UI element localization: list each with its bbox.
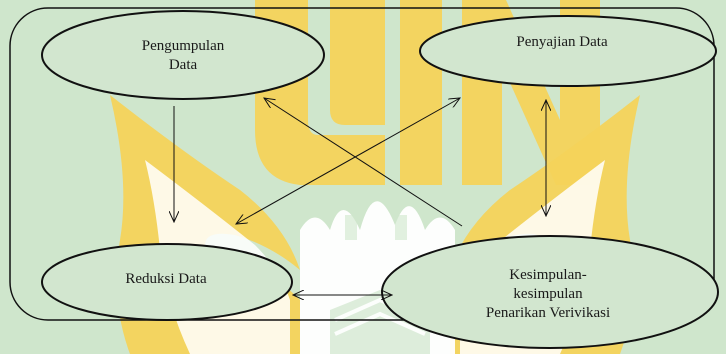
label-pengumpulan-line2: Data xyxy=(168,57,198,73)
label-kesimpulan-line3: Penarikan Verivikasi xyxy=(485,305,611,321)
label-kesimpulan-line2: kesimpulan xyxy=(513,286,583,302)
label-pengumpulan-line1: Pengumpulan xyxy=(141,38,225,54)
label-reduksi-line1: Reduksi Data xyxy=(125,271,207,287)
outer-frame xyxy=(9,7,715,321)
node-pengumpulan-data xyxy=(41,10,325,100)
arrow-reduksi-penyajian xyxy=(236,98,460,224)
label-penyajian-data: Penyajian Data xyxy=(516,33,607,52)
label-reduksi-data: Reduksi Data xyxy=(125,270,206,289)
label-pengumpulan-data: Pengumpulan Data xyxy=(142,37,225,75)
arrow-kesimpulan-to-pengumpulan xyxy=(264,98,463,227)
label-penyajian-line1: Penyajian Data xyxy=(516,34,608,50)
label-kesimpulan: Kesimpulan- kesimpulan Penarikan Verivik… xyxy=(486,266,610,323)
node-penyajian-data xyxy=(419,15,717,87)
label-kesimpulan-line1: Kesimpulan- xyxy=(509,267,587,283)
node-reduksi-data xyxy=(41,243,293,321)
